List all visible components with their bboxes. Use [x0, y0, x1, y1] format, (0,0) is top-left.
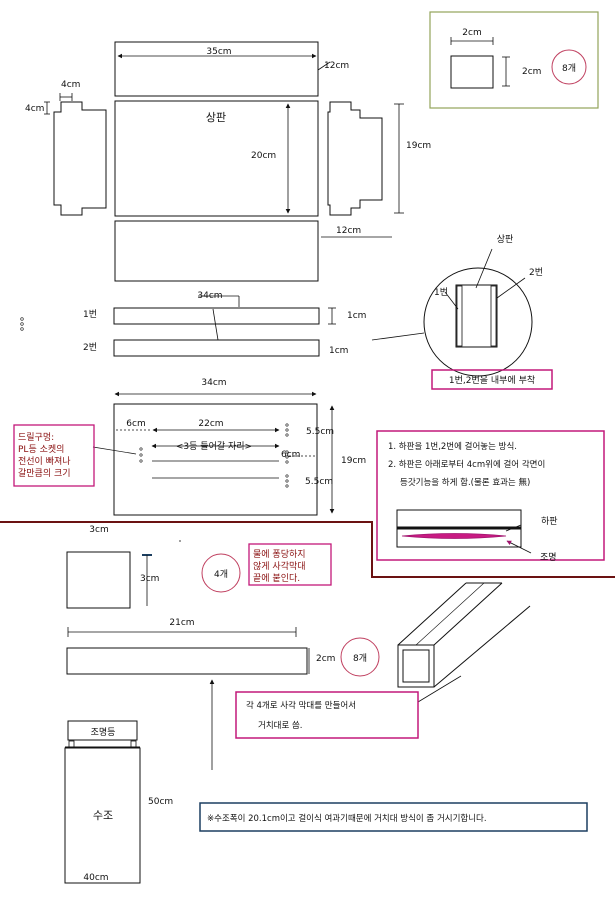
label-34cm-board: 34cm [201, 378, 226, 388]
bottom-note: ※수조폭이 20.1cm이고 걸이식 여과기때문에 거치대 방식이 좀 거시기합… [199, 802, 588, 832]
frame-note: 각 4개로 사각 막대를 만들어서 거치대로 씀. [235, 675, 462, 739]
label-6cm-h: 6cm [281, 450, 300, 460]
label-3cm-w: 3cm [89, 525, 108, 535]
drill-note-line-2: PL등 소켓의 [18, 444, 64, 455]
method-line-1: 1. 하판을 1번,2번에 걸어놓는 방식. [388, 441, 517, 452]
lamp-box [67, 720, 138, 741]
label-lamp-fixture: 조명등 [91, 727, 116, 738]
label-19cm-side: 19cm [406, 141, 431, 151]
label-8ea-bar: 8개 [353, 653, 367, 664]
label-6cm-w: 6cm [126, 419, 145, 429]
hood-labels: 35cm 12cm 4cm 4cm 상판 20cm 19cm 12cm [25, 47, 431, 236]
drill-note-line-4: 갈만큼의 크기 [18, 468, 71, 479]
label-40cm: 40cm [83, 873, 108, 883]
label-19cm-board: 19cm [341, 456, 366, 466]
label-4cm-width: 4cm [61, 80, 80, 90]
bar-1 [113, 307, 320, 325]
square-3cm-piece [66, 551, 131, 609]
label-21cm: 21cm [169, 618, 194, 628]
square-tube-3d [397, 582, 531, 688]
frame-note-line-1: 각 4개로 사각 막대를 만들어서 [246, 700, 356, 711]
section-divider [0, 521, 615, 578]
label-8ea-small: 8개 [562, 63, 576, 74]
bar-detail-callout: 상판 1번 2번 1번,2번을 내부에 부착 [371, 234, 553, 390]
label-50cm: 50cm [148, 797, 173, 807]
hood-net-group [53, 41, 383, 282]
top-panel [114, 41, 319, 97]
left-side-panel [53, 101, 107, 216]
bar-2 [113, 339, 320, 357]
label-bar-2: 2번 [83, 342, 97, 353]
qty-circle-4 [201, 553, 241, 593]
drill-note: 드릴구멍: PL등 소켓의 전선이 빠져나 갈만큼의 크기 [13, 424, 95, 487]
fish-tank [64, 747, 141, 884]
label-5-5cm-top: 5.5cm [306, 427, 334, 437]
glue-note-line-3: 끝에 붙인다. [253, 573, 300, 584]
method-line-3: 등갓기능을 하게 함.(물론 효과는 無) [400, 477, 530, 488]
label-4ea: 4개 [214, 569, 228, 580]
label-2cm-h: 2cm [522, 67, 541, 77]
tank-group: 조명등 수조 50cm 40cm [64, 720, 173, 884]
label-3-lamp-slots: <3등 들어갈 자리> [176, 441, 252, 452]
qty-circle-8-bar [340, 637, 380, 677]
qty-circle-8-small [551, 49, 587, 85]
long-bar-group: 21cm 2cm 8개 [66, 618, 380, 770]
square-piece-group: 3cm 3cm 4개 물에 퐁당하지 않게 사각막대 끝에 붙인다. [66, 525, 332, 609]
label-3cm-h: 3cm [140, 574, 159, 584]
method-line-2: 2. 하판은 아래로부터 4cm위에 걸어 각면이 [388, 459, 545, 470]
label-1cm-b: 1cm [329, 346, 348, 356]
support-bars: 34cm 1번 2번 1cm 1cm [20, 291, 366, 357]
label-2cm-w: 2cm [462, 28, 481, 38]
label-tank: 수조 [93, 809, 113, 822]
label-top-board: 상판 [206, 111, 226, 124]
label-bar-1: 1번 [83, 309, 97, 320]
label-lower-board: 하판 [541, 516, 558, 527]
label-detail-top: 상판 [497, 234, 514, 245]
lower-board-group: 34cm 6cm 22cm <3등 들어갈 자리> 5.5cm 6cm 5.5c… [92, 378, 366, 516]
label-1cm-a: 1cm [347, 311, 366, 321]
detail-circle [423, 267, 533, 377]
label-35cm: 35cm [206, 47, 231, 57]
glue-note-line-1: 물에 퐁당하지 [253, 549, 306, 560]
label-20cm: 20cm [251, 151, 276, 161]
bottom-panel [114, 220, 319, 282]
drill-note-line-1: 드릴구멍: [18, 432, 54, 443]
label-12cm-top: 12cm [324, 61, 349, 71]
frame-note-line-2: 거치대로 씀. [258, 721, 303, 731]
right-side-panel [327, 101, 383, 216]
long-bar-21cm [66, 647, 308, 675]
label-22cm: 22cm [198, 419, 223, 429]
bottom-note-text: ※수조폭이 20.1cm이고 걸이식 여과기때문에 거치대 방식이 좀 거시기합… [207, 813, 487, 824]
glue-note-line-2: 않게 사각막대 [253, 560, 306, 572]
small-pieces-box: 2cm 2cm 8개 [429, 11, 599, 109]
note-attach-inside: 1번,2번을 내부에 부착 [449, 375, 535, 386]
label-12cm-bottom: 12cm [336, 226, 361, 236]
label-5-5cm-bottom: 5.5cm [305, 477, 333, 487]
top-board [114, 100, 319, 217]
label-4cm-height: 4cm [25, 104, 44, 114]
label-2cm-bar: 2cm [316, 654, 335, 664]
drill-holes [139, 423, 289, 488]
label-detail-1: 1번 [434, 287, 448, 298]
lower-board [113, 403, 318, 516]
label-34cm-bar: 34cm [197, 291, 222, 301]
lamp-tube [401, 533, 507, 539]
method-box: 1. 하판을 1번,2번에 걸어놓는 방식. 2. 하판은 아래로부터 4cm위… [376, 430, 605, 563]
label-detail-2: 2번 [529, 267, 543, 278]
drill-note-line-3: 전선이 빠져나 [18, 456, 71, 467]
label-lamp: 조명 [540, 552, 557, 563]
hood-dimension-lines [44, 53, 404, 238]
small-square-piece [450, 55, 494, 89]
